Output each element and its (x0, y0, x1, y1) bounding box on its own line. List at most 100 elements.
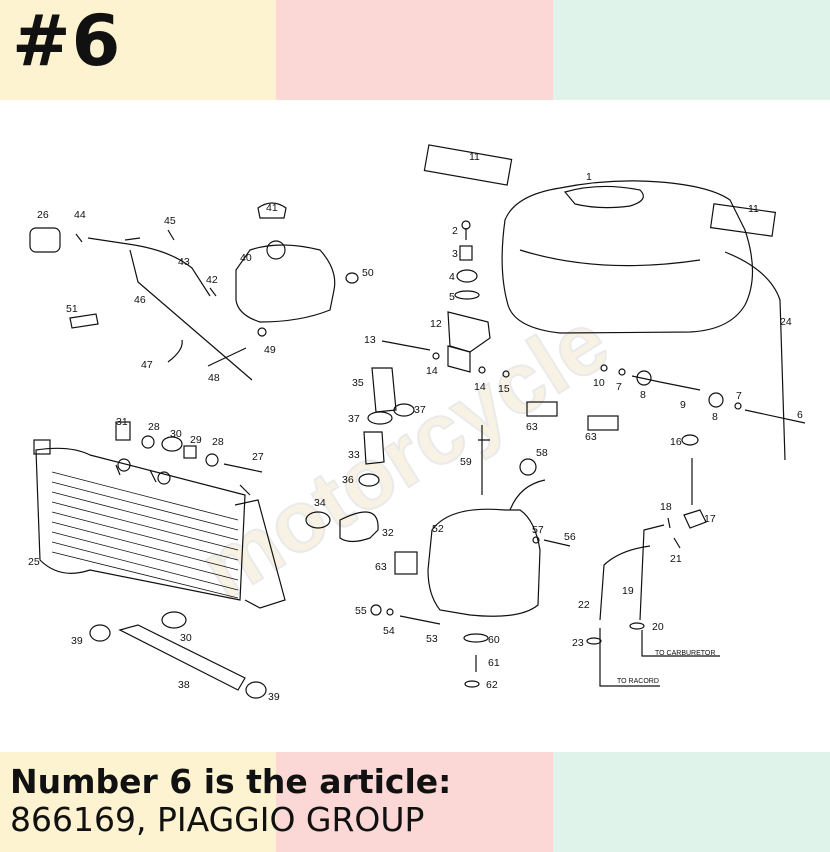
label-51: 51 (66, 303, 78, 315)
note-racord: TO RACORD (617, 678, 659, 685)
label-15: 15 (498, 383, 510, 395)
label-26: 26 (37, 209, 49, 221)
washer-7 (734, 402, 742, 410)
footer-band (0, 752, 830, 852)
label-38: 38 (178, 679, 190, 691)
washer-49 (257, 327, 267, 337)
label-2: 2 (452, 225, 458, 237)
screw-2-head (461, 220, 471, 230)
clip-47 (167, 339, 183, 363)
grommet-30b (161, 611, 187, 629)
tap-17 (683, 509, 707, 529)
label-39b: 39 (268, 691, 280, 703)
caption-title: Number 6 is the article: (10, 762, 452, 801)
label-32: 32 (382, 527, 394, 539)
label-18: 18 (660, 501, 672, 513)
pad-63c (394, 551, 418, 575)
screw-13 (381, 340, 431, 351)
grommet-4 (456, 269, 478, 283)
leader-racord (599, 628, 660, 687)
tank-hose-24 (724, 251, 786, 461)
label-19: 19 (622, 585, 634, 597)
cap-41 (257, 202, 287, 219)
rod-48 (207, 347, 247, 367)
header-band-pink (276, 0, 553, 100)
label-47: 47 (141, 359, 153, 371)
pad-63a (526, 401, 558, 417)
radiator-tank (234, 499, 286, 609)
part-drawings (29, 144, 806, 699)
clamp-37b (393, 403, 415, 417)
label-10: 10 (593, 377, 605, 389)
grommet-50 (345, 272, 359, 284)
caption-article-number: 866169, PIAGGIO GROUP (10, 800, 425, 839)
label-11: 11 (469, 151, 480, 163)
clip-31 (115, 421, 131, 441)
label-25: 25 (28, 556, 40, 568)
radiator-fins (51, 471, 239, 599)
hose-22 (599, 545, 651, 621)
label-39: 39 (71, 635, 83, 647)
label-31: 31 (116, 416, 128, 428)
clip-62 (464, 680, 480, 688)
label-3: 3 (452, 248, 458, 260)
item-number-badge: #6 (12, 0, 122, 82)
label-34: 34 (314, 497, 326, 509)
radiator-mount (117, 458, 131, 472)
hose-43 (87, 237, 211, 297)
label-37b: 37 (414, 404, 426, 416)
expansion-tank-52 (427, 508, 541, 617)
label-9: 9 (680, 399, 686, 411)
hose-19 (639, 524, 665, 621)
washer-28b (205, 453, 219, 467)
label-14: 14 (426, 365, 438, 377)
screw-56 (543, 539, 571, 547)
clip-44 (75, 233, 83, 243)
washer-54 (386, 608, 394, 616)
label-23: 23 (572, 637, 584, 649)
label-7: 7 (616, 381, 622, 393)
label-8b: 8 (712, 411, 718, 423)
bushing-3 (459, 245, 473, 261)
label-55: 55 (355, 605, 367, 617)
clamp-36 (358, 473, 380, 487)
radiator-25 (35, 447, 246, 601)
clip-5 (454, 290, 480, 300)
clip-42 (209, 287, 217, 297)
hose-46 (129, 249, 253, 381)
label-12: 12 (430, 318, 442, 330)
clip-16 (681, 434, 699, 446)
hose-32 (339, 511, 379, 543)
label-58: 58 (536, 447, 548, 459)
header-band (0, 0, 830, 100)
fuel-tank (501, 180, 754, 334)
label-14b: 14 (474, 381, 486, 393)
watermark: motorcycle (184, 292, 626, 619)
label-45: 45 (164, 215, 176, 227)
label-6: 6 (797, 409, 803, 421)
washer-15 (502, 370, 510, 378)
label-46: 46 (134, 294, 146, 306)
clamp-34 (305, 511, 331, 529)
label-30b: 30 (180, 632, 192, 644)
label-63c: 63 (375, 561, 387, 573)
screw-27 (223, 463, 263, 473)
exploded-parts-diagram: motorcycle (28, 144, 806, 703)
clip-60 (463, 633, 489, 643)
label-41: 41 (266, 202, 278, 214)
label-44: 44 (74, 209, 86, 221)
washer-7b (618, 368, 626, 376)
label-30: 30 (170, 428, 182, 440)
clamp-39b (245, 681, 267, 699)
label-43: 43 (178, 256, 190, 268)
note-carburetor: TO CARBURETOR (655, 650, 715, 657)
washer-57 (532, 536, 540, 544)
label-8: 8 (640, 389, 646, 401)
washer-10 (600, 364, 608, 372)
label-57: 57 (532, 524, 544, 536)
radiator-cap (33, 439, 51, 455)
radiator-brackets (115, 464, 251, 496)
label-49: 49 (264, 344, 276, 356)
label-7b: 7 (736, 390, 742, 402)
clamp-37 (367, 411, 393, 425)
